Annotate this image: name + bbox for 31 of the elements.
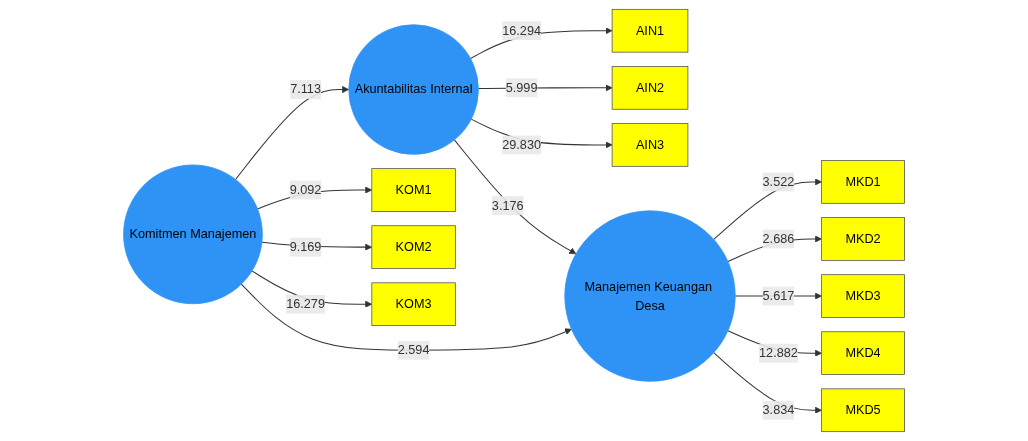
edge-label: 3.834 [762,403,795,417]
edge-label: 9.169 [289,239,322,254]
edge-label: 16.279 [286,297,325,311]
edge-label: 2.686 [762,231,795,246]
edge-label: 5.999 [505,80,538,95]
edge-label: 3.522 [762,174,795,189]
edge-label: 3.176 [491,198,524,213]
edge-label: 12.882 [759,346,798,360]
node-box: MKD4 [821,331,905,375]
node-box: KOM3 [371,282,456,326]
node-circle: Akuntabilitas Internal [348,24,479,155]
edge-label: 2.594 [397,343,430,357]
node-circle: Manajemen Keuangan Desa [564,210,736,382]
edge-label: 16.294 [502,23,541,38]
node-box: MKD1 [821,160,905,204]
node-box: MKD2 [821,217,905,261]
node-box: AIN1 [611,8,689,53]
node-box: MKD3 [821,274,905,318]
edge-label: 9.092 [289,182,322,197]
arrow [240,283,572,351]
edge-label: 5.617 [762,288,795,303]
node-box: KOM2 [371,225,456,269]
edge-label: 29.830 [502,137,541,152]
node-circle: Komitmen Manajemen [123,164,263,305]
node-box: MKD5 [821,388,905,433]
node-box: KOM1 [371,168,456,212]
edge-label: 7.113 [290,82,321,96]
arrow [453,139,577,255]
node-box: AIN2 [611,66,689,110]
node-box: AIN3 [611,123,689,167]
arrow [235,86,350,181]
